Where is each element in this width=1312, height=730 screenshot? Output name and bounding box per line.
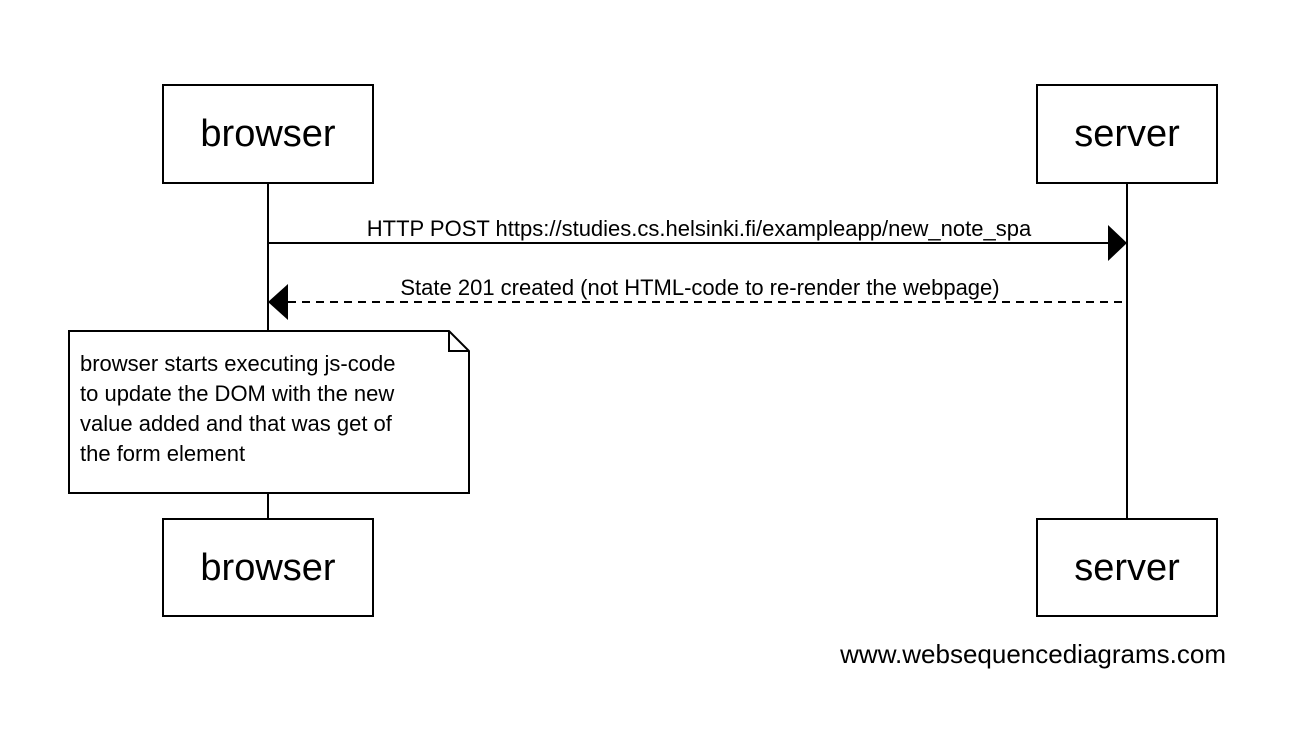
- participant-label: server: [1074, 113, 1180, 155]
- participant-server-bottom: server: [1036, 518, 1218, 617]
- participant-server-top: server: [1036, 84, 1218, 184]
- message-label: HTTP POST https://studies.cs.helsinki.fi…: [367, 216, 1032, 241]
- note-fold-corner-icon: [448, 331, 469, 352]
- participant-label: browser: [200, 113, 335, 155]
- note-over-browser: browser starts executing js-code to upda…: [68, 330, 470, 494]
- note-line: to update the DOM with the new: [80, 381, 394, 406]
- participant-label: browser: [200, 547, 335, 589]
- note-box: [68, 330, 470, 494]
- message-state-201: State 201 created (not HTML-code to re-r…: [268, 275, 1127, 320]
- participant-label: server: [1074, 547, 1180, 589]
- message-http-post: HTTP POST https://studies.cs.helsinki.fi…: [268, 216, 1127, 261]
- arrowhead-left-icon: [268, 284, 288, 320]
- note-line: browser starts executing js-code: [80, 351, 395, 376]
- note-line: the form element: [80, 441, 245, 466]
- watermark-text: www.websequencediagrams.com: [839, 639, 1226, 669]
- participant-browser-top: browser: [162, 84, 374, 184]
- note-line: value added and that was get of: [80, 411, 393, 436]
- arrowhead-right-icon: [1108, 225, 1127, 261]
- message-label: State 201 created (not HTML-code to re-r…: [400, 275, 999, 300]
- participant-browser-bottom: browser: [162, 518, 374, 617]
